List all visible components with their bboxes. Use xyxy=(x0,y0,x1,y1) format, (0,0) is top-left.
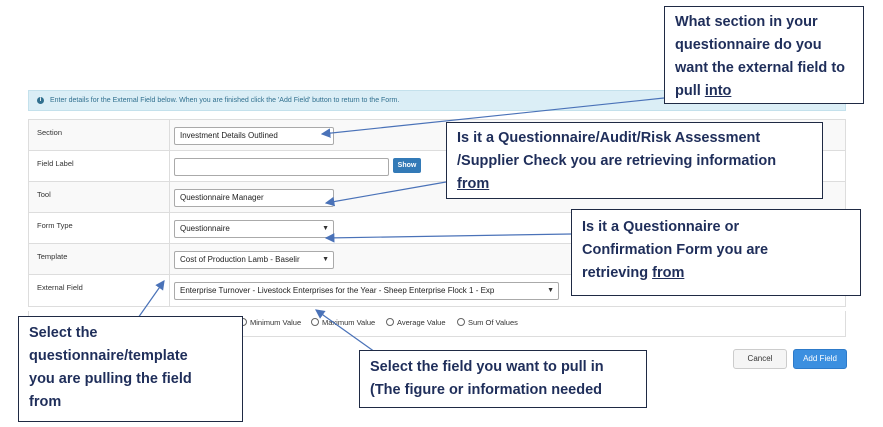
radio-icon xyxy=(386,318,394,326)
field-label-label: Field Label xyxy=(37,159,74,168)
row-external-field: External Field Enterprise Turnover - Liv… xyxy=(29,275,845,306)
info-text: Enter details for the External Field bel… xyxy=(49,97,400,104)
add-field-button[interactable]: Add Field xyxy=(793,349,847,369)
callout-tool: Is it a Questionnaire/Audit/Risk Assessm… xyxy=(446,122,823,199)
show-button[interactable]: Show xyxy=(393,158,421,173)
row-form-type: Form Type Questionnaire ▼ xyxy=(29,213,845,244)
tool-label: Tool xyxy=(37,190,51,199)
radio-sum-of-values[interactable]: Sum Of Values xyxy=(457,318,518,327)
form-type-label: Form Type xyxy=(37,221,73,230)
field-label-input[interactable] xyxy=(174,158,389,176)
radio-minimum-value[interactable]: Minimum Value xyxy=(239,318,301,327)
chevron-down-icon: ▼ xyxy=(322,256,329,263)
external-field-label: External Field xyxy=(37,283,83,292)
radio-average-value[interactable]: Average Value xyxy=(386,318,446,327)
callout-section: What section in your questionnaire do yo… xyxy=(664,6,864,104)
form-type-value: Questionnaire xyxy=(180,224,230,233)
section-select[interactable]: Investment Details Outlined xyxy=(174,127,334,145)
template-value: Cost of Production Lamb - Baselir xyxy=(180,255,300,264)
radio-icon xyxy=(457,318,465,326)
chevron-down-icon: ▼ xyxy=(322,225,329,232)
tool-value: Questionnaire Manager xyxy=(180,193,264,202)
external-field-select[interactable]: Enterprise Turnover - Livestock Enterpri… xyxy=(174,282,559,300)
external-field-value: Enterprise Turnover - Livestock Enterpri… xyxy=(180,286,495,295)
section-value: Investment Details Outlined xyxy=(180,131,278,140)
info-icon: i xyxy=(37,96,44,104)
cancel-button[interactable]: Cancel xyxy=(733,349,787,369)
tool-select[interactable]: Questionnaire Manager xyxy=(174,189,334,207)
radio-icon xyxy=(311,318,319,326)
template-select[interactable]: Cost of Production Lamb - Baselir ▼ xyxy=(174,251,334,269)
form-type-select[interactable]: Questionnaire ▼ xyxy=(174,220,334,238)
chevron-down-icon: ▼ xyxy=(547,287,554,294)
radio-maximum-value[interactable]: Maximum Value xyxy=(311,318,375,327)
template-label: Template xyxy=(37,252,68,261)
section-label: Section xyxy=(37,128,63,137)
callout-field: Select the field you want to pull in (Th… xyxy=(359,350,647,408)
callout-form-type: Is it a Questionnaire or Confirmation Fo… xyxy=(571,209,861,296)
callout-template: Select the questionnaire/template you ar… xyxy=(18,316,243,422)
